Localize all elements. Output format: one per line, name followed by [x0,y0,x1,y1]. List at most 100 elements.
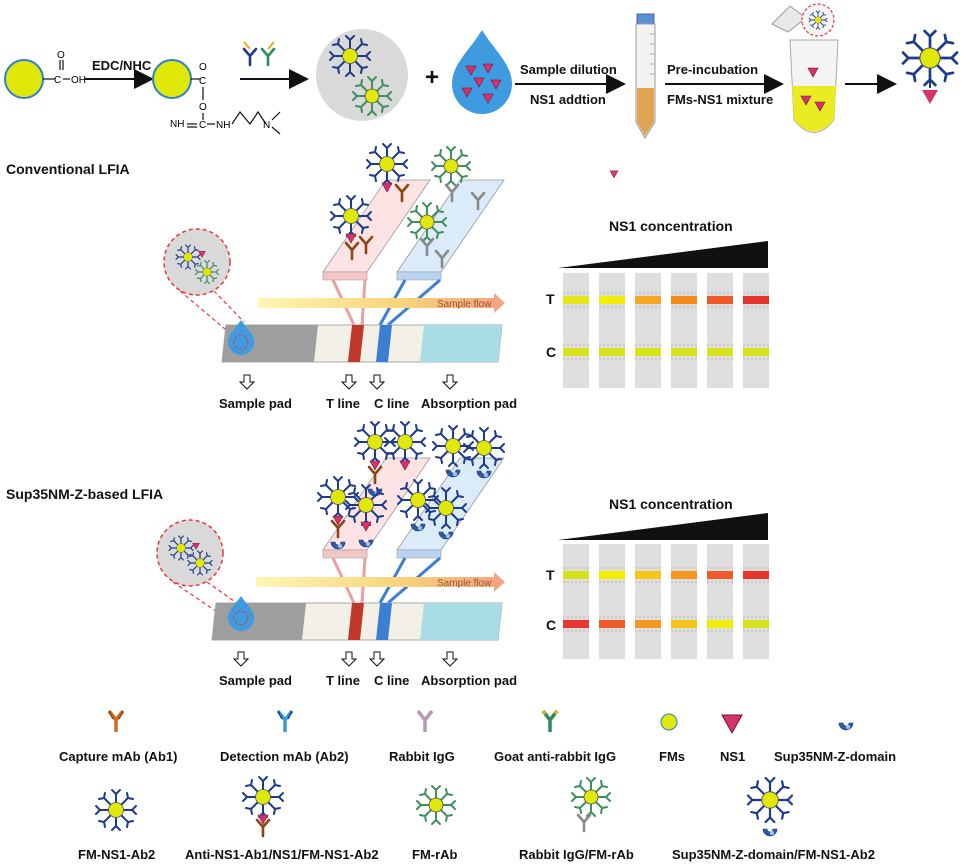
conventional-strip-5 [707,273,733,388]
sup35-t-band-2 [599,571,625,579]
ester-o1: O [199,62,207,73]
urea-nh: NH [170,119,184,130]
capture-mab-icon [107,709,125,732]
legend-fm-rab: FM-rAb [412,847,458,862]
sup35-t-line [348,603,364,640]
fm-bead-cooh [4,59,44,99]
sup35-c-label: C [546,617,556,633]
sup35-label-t-line: T line [326,673,360,688]
plus-sign: + [425,64,439,91]
cooh-c: C [54,75,61,86]
conjugate-circle [316,29,408,121]
fm-ns1-ab2-icon [95,789,137,831]
rabbit-igg-icon [416,709,434,732]
conventional-strip [221,320,503,363]
sup35-c-band-1 [563,620,589,628]
sup35-t-band-1 [563,571,589,579]
anti-ns1-complex-icon [242,776,284,838]
sup35-strip-5 [707,544,733,659]
antibody-pair-icon [242,41,276,67]
legend-capture-mab: Capture mAb (Ab1) [59,749,177,764]
conventional-c-band-4 [671,348,697,356]
centrifuge-tube-icon [635,13,656,139]
urea-c: C [199,120,206,131]
goat-anti-rabbit-igg-icon [541,709,559,732]
step3-bottom-label: FMs-NS1 mixture [667,92,773,107]
legend-sup35-complex: Sup35NM-Z-domain/FM-NS1-Ab2 [672,847,875,862]
urea-nh2: NH [216,120,230,131]
conventional-t-line [348,325,364,362]
sup35-label-sample-pad: Sample pad [219,673,292,688]
sup35-label-c-line: C line [374,673,409,688]
sample-drop-icon [452,30,512,114]
step1-label: EDC/NHC [92,58,152,73]
sup35-c-band-4 [671,620,697,628]
conventional-t-band-6 [743,296,769,304]
cooh-oh: OH [71,75,86,86]
conventional-t-band-3 [635,296,661,304]
sup35-strip-1 [563,544,589,659]
step2-top-label: Sample dilution [520,62,617,77]
ester-o2: O [199,102,207,113]
sup35-t-band-3 [635,571,661,579]
legend-goat-anti-rabbit-igg: Goat anti-rabbit IgG [494,749,616,764]
conventional-c-line [376,325,392,362]
legend: Capture mAb (Ab1) Detection mAb (Ab2) Ra… [59,709,896,862]
conv-label-absorption-pad: Absorption pad [421,396,517,411]
sup35-t-band-5 [707,571,733,579]
legend-rabbit-igg: Rabbit IgG [389,749,455,764]
conventional-conc-title: NS1 concentration [609,218,733,234]
cooh-o: O [57,50,65,61]
conventional-c-band-6 [743,348,769,356]
conventional-t-band-1 [563,296,589,304]
conventional-result-strips [563,273,769,388]
legend-fms: FMs [659,749,685,764]
conventional-c-band-5 [707,348,733,356]
sup35-lfia-panel: Sup35NM-Z-based LFIA [6,421,769,688]
legend-detection-mab: Detection mAb (Ab2) [220,749,349,764]
conventional-t-band-4 [671,296,697,304]
fm-rab-icon [416,785,456,825]
legend-rabbit-igg-fm-rab: Rabbit IgG/FM-rAb [519,847,634,862]
sup35-t-label: T [546,567,555,583]
sup35-c-line [376,603,392,640]
sup35-t-band-4 [671,571,697,579]
sup35-strip-3 [635,544,661,659]
legend-ns1: NS1 [720,749,745,764]
sup35-label-absorption-pad: Absorption pad [421,673,517,688]
conventional-c-label: C [546,344,556,360]
sup35-c-band-3 [635,620,661,628]
top-row: C O OH EDC/NHC O C O NH C NH N [4,3,959,139]
cooh-group: C O OH [43,50,86,86]
sup35-c-band-5 [707,620,733,628]
conventional-strip-6 [743,273,769,388]
conventional-c-band-1 [563,348,589,356]
sup35-strip-2 [599,544,625,659]
step2-bottom-label: NS1 addtion [530,92,606,107]
conventional-flow-label: Sample flow [437,299,492,310]
sup35-flow-label: Sample flow [437,578,492,589]
sup35-conc-title: NS1 concentration [609,496,733,512]
conventional-t-band-5 [707,296,733,304]
eppendorf-tube-icon [771,3,839,133]
sup35-result-strips [563,544,769,659]
rabbit-igg-fm-rab-icon [571,777,611,833]
conv-label-t-line: T line [326,396,360,411]
detection-mab-icon [276,709,294,732]
conventional-strip-2 [599,273,625,388]
conventional-strip-4 [671,273,697,388]
sup35-conc-wedge [558,513,768,540]
amine-n: N [263,120,270,131]
ns1-icon [721,714,743,735]
legend-sup35-z-domain: Sup35NM-Z-domain [774,749,896,764]
sup35-strip-6 [743,544,769,659]
conventional-conc-wedge [558,241,768,268]
conventional-title: Conventional LFIA [6,161,130,177]
fm-ns1-complex-icon [901,29,959,104]
conventional-c-band-2 [599,348,625,356]
conventional-strip-3 [635,273,661,388]
legend-fm-ns1-ab2: FM-NS1-Ab2 [78,847,155,862]
sup35-complex-icon [746,776,794,837]
ester-c: C [199,76,206,87]
legend-anti-ns1-complex: Anti-NS1-Ab1/NS1/FM-NS1-Ab2 [185,847,379,862]
